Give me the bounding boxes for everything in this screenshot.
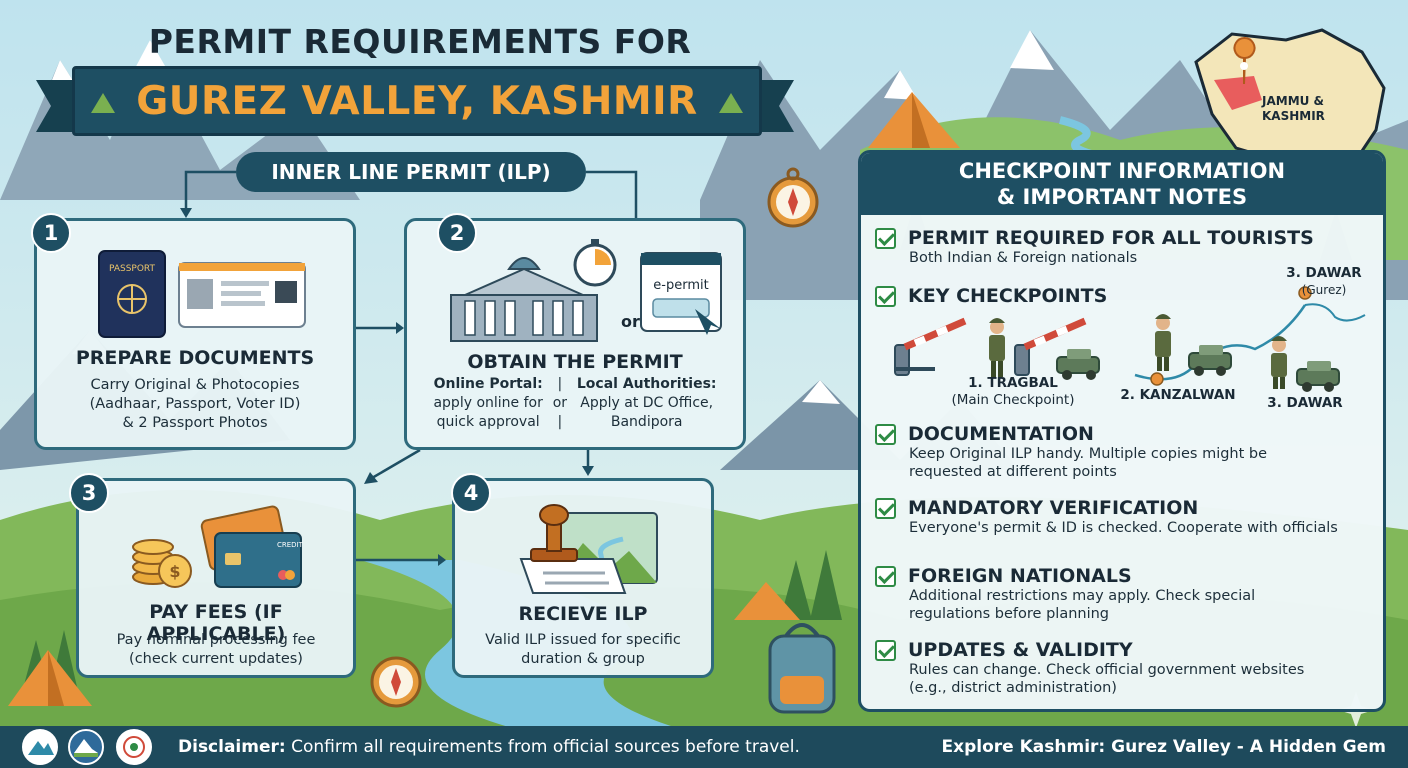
soldier-icon: [1155, 314, 1171, 371]
title-line-1: PERMIT REQUIREMENTS FOR: [148, 22, 692, 61]
step-title: OBTAIN THE PERMIT: [467, 351, 683, 373]
boom-barrier-icon: [894, 317, 967, 376]
svg-text:$: $: [169, 562, 180, 581]
checkpoint-notes-panel: CHECKPOINT INFORMATION & IMPORTANT NOTES…: [858, 150, 1386, 712]
footer-tagline: Explore Kashmir: Gurez Valley - A Hidden…: [941, 737, 1386, 757]
aadhaar-card-icon: [178, 262, 306, 328]
step-description: Carry Original & Photocopies (Aadhaar, P…: [89, 377, 301, 431]
checkpoint-label-tragbal: 1. TRAGBAL (Main Checkpoint): [951, 375, 1075, 408]
or-label: or: [621, 312, 640, 331]
step-card-3: 3 $ CREDIT PAY FEES (IF APPLICABLE) Pay …: [69, 473, 356, 678]
disclaimer-text: Disclaimer: Confirm all requirements fro…: [178, 737, 800, 757]
credit-card-icon: CREDIT: [200, 505, 304, 588]
step-title: RECIEVE ILP: [518, 603, 648, 625]
seal-logo: [116, 729, 152, 765]
title-banner: GUREZ VALLEY, KASHMIR: [72, 66, 762, 136]
note-mandatory-verification: MANDATORY VERIFICATION Everyone's permit…: [875, 497, 1375, 537]
credit-card-label: CREDIT: [277, 541, 304, 549]
kashmir-map: [1194, 28, 1386, 172]
checkbox-check-icon: [875, 639, 896, 661]
step-number: 1: [31, 213, 71, 253]
footer-bar: Disclaimer: Confirm all requirements fro…: [0, 726, 1408, 768]
stopwatch-icon: [573, 239, 617, 287]
stamp-illustration: [519, 504, 658, 594]
step-number: 3: [69, 473, 109, 513]
checkbox-check-icon: [875, 285, 896, 307]
checkbox-check-icon: [875, 423, 896, 445]
step-card-1: 1 PASSPORT PREPARE DOCUMENTS Carry Origi…: [31, 213, 356, 450]
map-pin-icon: [1233, 37, 1256, 85]
step-title: PAY FEES (IF APPLICABLE): [146, 601, 286, 645]
note-key-checkpoints: KEY CHECKPOINTS: [875, 285, 1375, 307]
step-card-2: 2 or e-permit OBTAIN THE PERMIT: [404, 213, 746, 450]
online-portal-option: Online Portal: apply online for quick ap…: [433, 376, 543, 430]
checkpoint-route-illustration: [894, 286, 1366, 392]
step-number: 2: [437, 213, 477, 253]
note-permit-required: PERMIT REQUIRED FOR ALL TOURISTS Both In…: [875, 227, 1375, 267]
soldier-icon: [1271, 336, 1287, 389]
checkbox-check-icon: [875, 227, 896, 249]
permit-options: Online Portal: apply online for quick ap…: [417, 375, 733, 432]
checkbox-check-icon: [875, 497, 896, 519]
step-title: PREPARE DOCUMENTS: [75, 347, 315, 369]
map-region-label: JAMMU & KASHMIR: [1262, 94, 1325, 123]
jeep-icon: [1296, 361, 1340, 392]
step-description: Pay nominal processing fee (check curren…: [116, 632, 316, 667]
boom-barrier-icon: [1014, 317, 1087, 376]
option-separator: | or |: [552, 376, 568, 430]
passport-icon: PASSPORT: [98, 250, 166, 338]
e-permit-label: e-permit: [653, 278, 708, 293]
step-number: 4: [451, 473, 491, 513]
step-card-4: 4 RECIEVE ILP Valid ILP issued for speci…: [451, 473, 714, 678]
local-authorities-option: Local Authorities: Apply at DC Office, B…: [576, 376, 717, 430]
note-updates-validity: UPDATES & VALIDITY Rules can change. Che…: [875, 639, 1375, 697]
e-permit-window-icon: e-permit: [640, 252, 722, 335]
note-foreign-nationals: FOREIGN NATIONALS Additional restriction…: [875, 565, 1375, 623]
stamp-icon: [530, 504, 578, 562]
checkpoint-label-dawar-top: 3. DAWAR (Gurez): [1286, 265, 1362, 297]
coins-icon: $: [132, 539, 192, 588]
mountain-icon: [719, 93, 743, 113]
checkpoint-label-kanzalwan: 2. KANZALWAN: [1120, 387, 1236, 403]
fees-illustration: $ CREDIT: [132, 505, 304, 588]
compass-icon: [767, 167, 819, 228]
backpack-icon: [768, 623, 836, 714]
checkpoint-label-dawar: 3. DAWAR: [1267, 395, 1343, 411]
compass-icon: [370, 656, 422, 708]
government-building-icon: [450, 257, 598, 342]
ilp-section-label: INNER LINE PERMIT (ILP): [236, 152, 586, 192]
mountain-icon: [91, 93, 115, 113]
jeep-icon: [1188, 345, 1232, 376]
title-line-2: GUREZ VALLEY, KASHMIR: [136, 78, 698, 124]
soldier-icon: [989, 318, 1005, 377]
step-description: Valid ILP issued for specific duration &…: [485, 632, 681, 667]
checkbox-check-icon: [875, 565, 896, 587]
panel-title: CHECKPOINT INFORMATION & IMPORTANT NOTES: [861, 153, 1383, 215]
obtain-permit-illustration: or e-permit: [450, 239, 722, 342]
emblem-logo: [68, 729, 104, 765]
tourism-logo: [22, 729, 58, 765]
note-documentation: DOCUMENTATION Keep Original ILP handy. M…: [875, 423, 1375, 481]
jeep-icon: [1056, 349, 1100, 380]
documents-illustration: PASSPORT: [98, 250, 306, 338]
passport-label: PASSPORT: [109, 264, 156, 274]
